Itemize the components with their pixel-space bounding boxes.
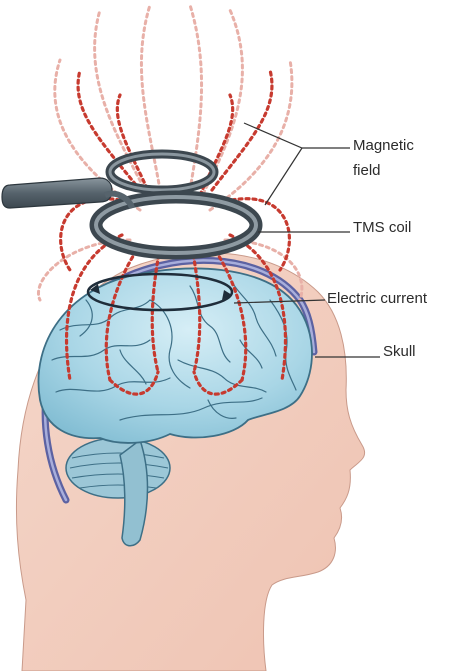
magnetic-field-label-line2: field: [353, 162, 381, 179]
cerebellum-folds: [69, 452, 169, 489]
current-arrow-icon: [222, 290, 232, 300]
brainstem: [119, 438, 149, 547]
cerebellum: [65, 437, 171, 499]
tms-coil-label: TMS coil: [353, 219, 412, 236]
electric-current: [86, 272, 234, 312]
current-arrow-icon-2: [90, 284, 100, 294]
electric-current-label: Electric current: [327, 290, 428, 307]
leader-lines: [233, 122, 380, 358]
tms-handle-icon: [1, 177, 113, 209]
skull-label: Skull: [383, 343, 416, 360]
tms-coil: [89, 149, 263, 260]
magnetic-field-label: Magnetic: [353, 137, 414, 154]
